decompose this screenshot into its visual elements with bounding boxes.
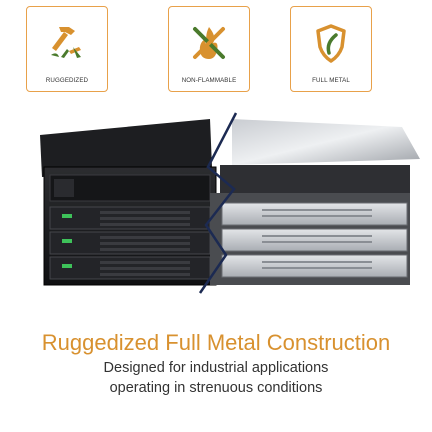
headline: Ruggedized Full Metal Construction (41, 330, 391, 355)
crossed-flame-icon (193, 27, 225, 59)
badge-full-metal: FULL METAL (290, 6, 372, 92)
shield-icon (316, 24, 346, 63)
badge-non-flammable: NON-FLAMMABLE (168, 6, 250, 92)
badge-label: RUGGEDIZED (45, 77, 89, 84)
badge-label: FULL METAL (312, 77, 350, 84)
feature-badges: RUGGEDIZED NON-FLAMMABLE FULL METAL (0, 0, 432, 100)
badge-label: NON-FLAMMABLE (181, 77, 237, 84)
badge-ruggedized: RUGGEDIZED (26, 6, 108, 92)
drive-enclosure-illustration (40, 112, 420, 294)
subtext-line-1: Designed for industrial applications (103, 360, 329, 376)
product-image (0, 105, 432, 295)
subtext-line-2: operating in strenuous conditions (109, 380, 323, 396)
hammer-icon (51, 27, 81, 58)
